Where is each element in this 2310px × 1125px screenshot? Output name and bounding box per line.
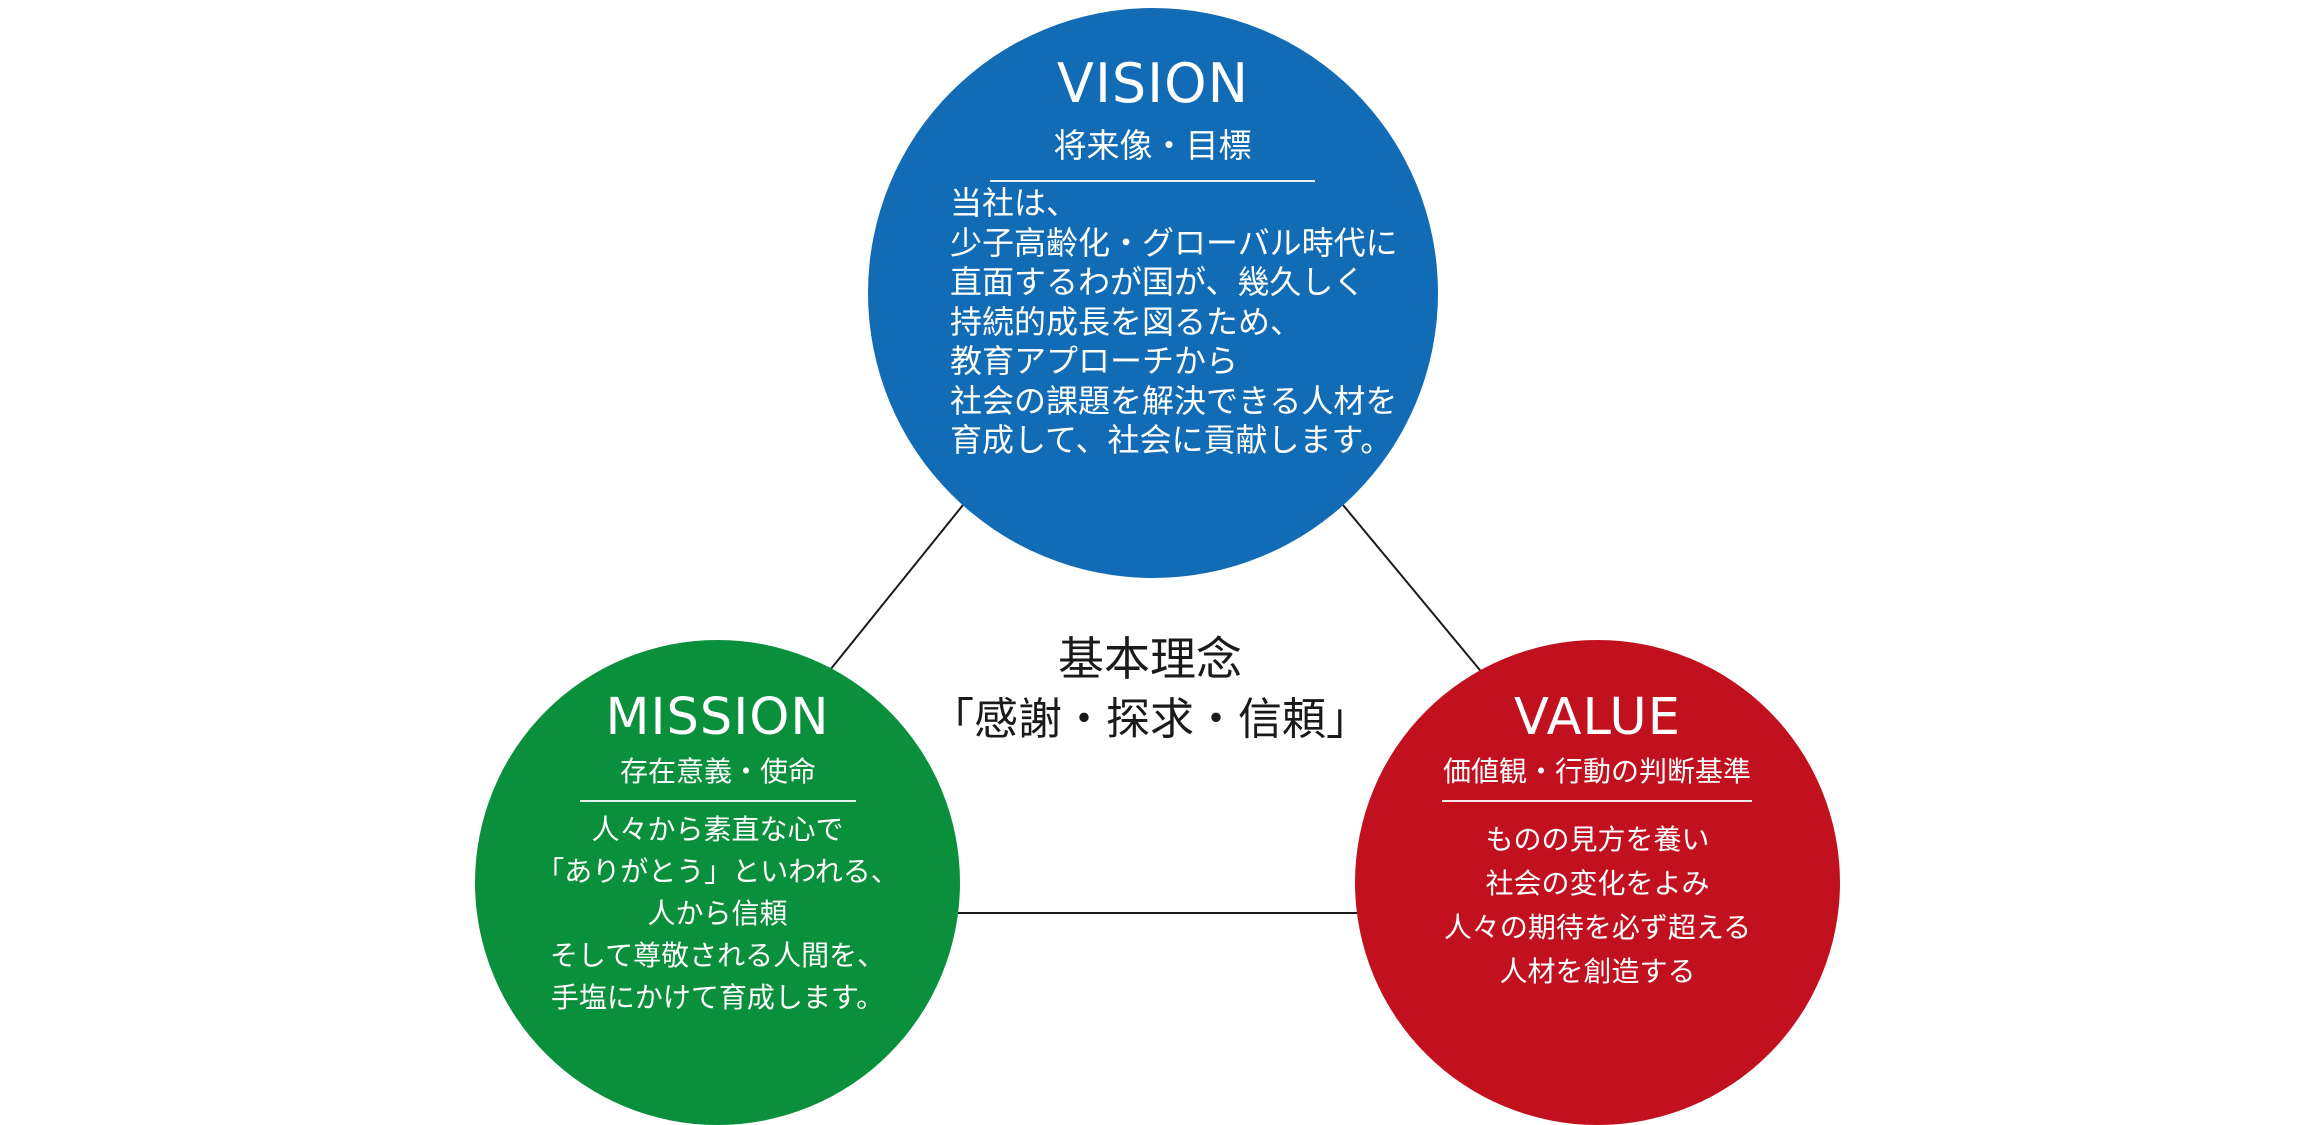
value-line: 社会の変化をよみ bbox=[1485, 867, 1710, 900]
vision-line: 育成して、社会に貢献します。 bbox=[950, 421, 1393, 459]
vision-line: 少子高齢化・グローバル時代に bbox=[950, 223, 1398, 262]
vision-title: VISION bbox=[1057, 52, 1249, 115]
mission-line: そして尊敬される人間を、 bbox=[549, 939, 886, 972]
vision-line: 持続的成長を図るため、 bbox=[950, 302, 1303, 341]
mission-line: 人々から素直な心で bbox=[591, 813, 844, 846]
vision-line: 当社は、 bbox=[950, 184, 1079, 222]
mission-circle: MISSION 存在意義・使命 人々から素直な心で 「ありがとう」といわれる、 … bbox=[475, 640, 960, 1125]
vision-circle: VISION 将来像・目標 当社は、 少子高齢化・グローバル時代に 直面するわが… bbox=[868, 8, 1438, 578]
vision-line: 直面するわが国が、幾久しく bbox=[950, 263, 1366, 301]
mission-line: 「ありがとう」といわれる、 bbox=[536, 855, 899, 888]
value-circle: VALUE 価値観・行動の判断基準 ものの見方を養い 社会の変化をよみ 人々の期… bbox=[1355, 640, 1840, 1125]
value-line: 人々の期待を必ず超える bbox=[1443, 911, 1752, 944]
connector-vision-value bbox=[1342, 504, 1485, 676]
vision-subtitle: 将来像・目標 bbox=[990, 120, 1315, 182]
value-line: 人材を創造する bbox=[1499, 955, 1696, 988]
mission-title: MISSION bbox=[605, 688, 830, 747]
value-subtitle: 価値観・行動の判断基準 bbox=[1442, 750, 1752, 802]
core-philosophy-title: 基本理念 bbox=[1058, 632, 1242, 686]
mission-subtitle: 存在意義・使命 bbox=[580, 750, 856, 802]
core-philosophy-label: 基本理念 「感謝・探求・信頼」 bbox=[900, 628, 1400, 750]
value-statement: ものの見方を養い 社会の変化をよみ 人々の期待を必ず超える 人材を創造する bbox=[1355, 818, 1840, 994]
mission-line: 人から信頼 bbox=[647, 897, 788, 930]
value-title: VALUE bbox=[1514, 688, 1681, 747]
vision-statement: 当社は、 少子高齢化・グローバル時代に 直面するわが国が、幾久しく 持続的成長を… bbox=[950, 184, 1398, 461]
vision-line: 教育アプローチから bbox=[950, 342, 1239, 380]
vision-line: 社会の課題を解決できる人材を bbox=[950, 381, 1398, 420]
connector-vision-mission bbox=[825, 504, 964, 676]
mission-statement: 人々から素直な心で 「ありがとう」といわれる、 人から信頼 そして尊敬される人間… bbox=[475, 809, 960, 1019]
mission-line: 手塩にかけて育成します。 bbox=[550, 981, 885, 1014]
value-line: ものの見方を養い bbox=[1485, 823, 1710, 856]
core-philosophy-values: 「感謝・探求・信頼」 bbox=[930, 694, 1370, 745]
